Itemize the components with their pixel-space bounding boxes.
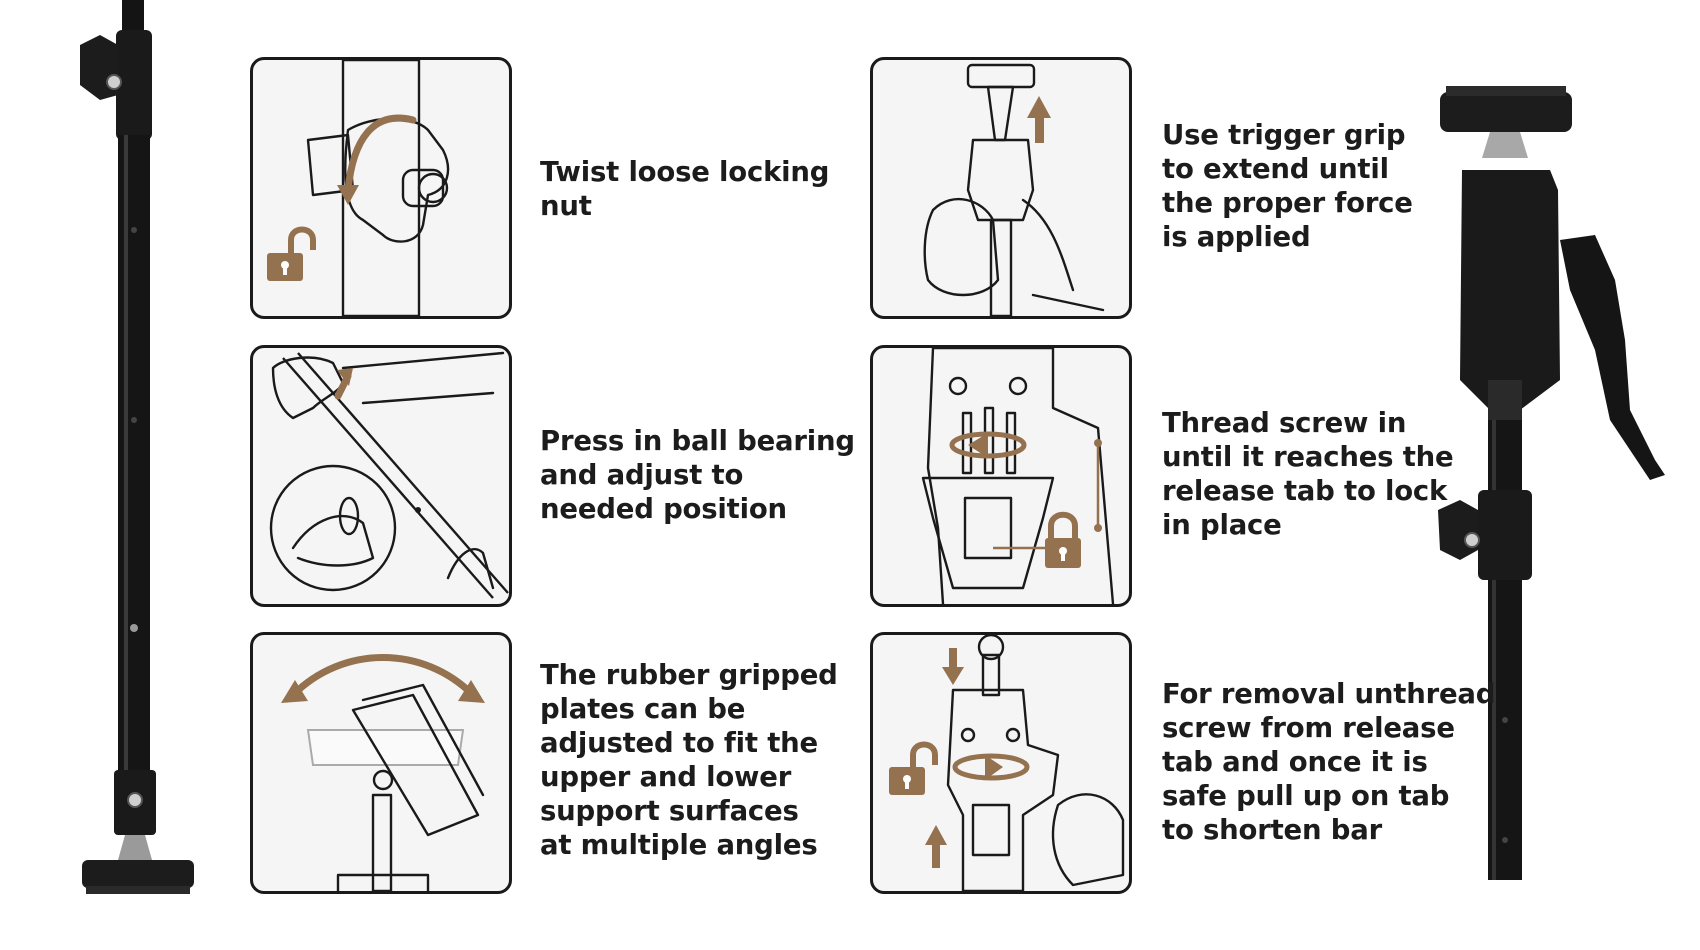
lock-icon [1045, 511, 1081, 568]
step-panel-removal [870, 632, 1132, 894]
step-caption-rubber-plates: The rubber gripped plates can be adjuste… [540, 659, 838, 861]
step-caption-trigger-grip: Use trigger grip to extend until the pro… [1162, 119, 1413, 253]
step-panel-rubber-plates [250, 632, 512, 894]
step-caption-ball-bearing: Press in ball bearing and adjust to need… [540, 425, 855, 525]
arrow-up-icon [1027, 96, 1051, 143]
step-panel-trigger-grip [870, 57, 1132, 319]
step-panel-twist-nut [250, 57, 512, 319]
curved-arrow-icon [253, 635, 509, 891]
step-panel-ball-bearing [250, 345, 512, 607]
step-caption-twist-nut: Twist loose locking nut [540, 156, 830, 222]
unlock-icon [889, 741, 938, 795]
step-caption-thread-screw-in: Thread screw in until it reaches the rel… [1162, 407, 1454, 541]
step-caption-removal: For removal unthread screw from release … [1162, 678, 1496, 846]
step-panel-thread-screw-in [870, 345, 1132, 607]
unlock-icon [267, 226, 316, 281]
left-support-pole [80, 0, 194, 894]
arrow-up-icon [253, 348, 509, 604]
right-support-pole-with-trigger [1438, 86, 1665, 880]
